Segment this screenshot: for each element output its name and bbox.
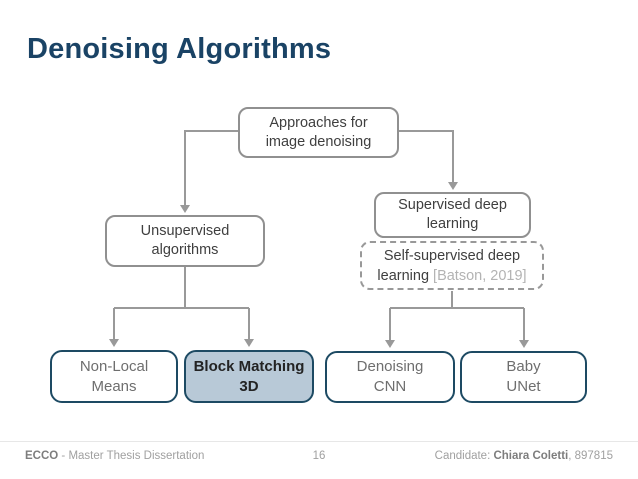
footer-thesis-label: - Master Thesis Dissertation (58, 450, 205, 462)
page-number: 16 (312, 450, 326, 462)
node-non-local-means-line2: Means (91, 377, 137, 395)
node-approaches-line1: Approaches for (269, 114, 368, 131)
node-approaches: Approaches for image denoising (238, 107, 399, 158)
node-baby-unet: Baby UNet (460, 351, 587, 403)
node-denoising-cnn: Denoising CNN (325, 351, 455, 403)
slide-footer: ECCO - Master Thesis Dissertation 16 Can… (0, 448, 638, 468)
node-block-matching-3d: Block Matching 3D (184, 350, 314, 403)
node-self-supervised-line2-main: learning (377, 267, 434, 284)
footer-right-text: Candidate: Chiara Coletti, 897815 (435, 450, 613, 462)
node-self-supervised-line2: learning [Batson, 2019] (377, 266, 526, 286)
node-non-local-means-line1: Non-Local (79, 357, 149, 375)
node-self-supervised: Self-supervised deep learning [Batson, 2… (360, 241, 544, 290)
node-block-matching-3d-line2: 3D (239, 377, 259, 395)
footer-ecco-label: ECCO (25, 450, 59, 462)
node-self-supervised-citation: [Batson, 2019] (433, 267, 527, 284)
footer-candidate-prefix: Candidate: (434, 450, 494, 462)
node-baby-unet-line2: UNet (506, 378, 541, 395)
node-approaches-line2: image denoising (265, 133, 372, 150)
node-baby-unet-line1: Baby (506, 358, 541, 375)
node-supervised: Supervised deep learning (374, 192, 531, 238)
node-supervised-line1: Supervised deep (398, 197, 507, 213)
node-block-matching-3d-line1: Block Matching (193, 357, 305, 375)
node-supervised-line2: learning (426, 216, 479, 232)
node-unsupervised-line1: Unsupervised (140, 223, 230, 239)
footer-divider (0, 441, 638, 442)
node-self-supervised-line1: Self-supervised deep (383, 247, 521, 264)
node-non-local-means: Non-Local Means (50, 350, 178, 403)
node-denoising-cnn-line2: CNN (373, 378, 407, 395)
node-denoising-cnn-line1: Denoising (356, 358, 424, 375)
slide-title: Denoising Algorithms (27, 33, 332, 65)
footer-candidate-id: , 897815 (568, 450, 613, 462)
node-unsupervised: Unsupervised algorithms (105, 215, 265, 267)
footer-candidate-name: Chiara Coletti (493, 450, 569, 462)
node-unsupervised-line2: algorithms (151, 242, 219, 258)
footer-left-text: ECCO - Master Thesis Dissertation (25, 450, 204, 462)
